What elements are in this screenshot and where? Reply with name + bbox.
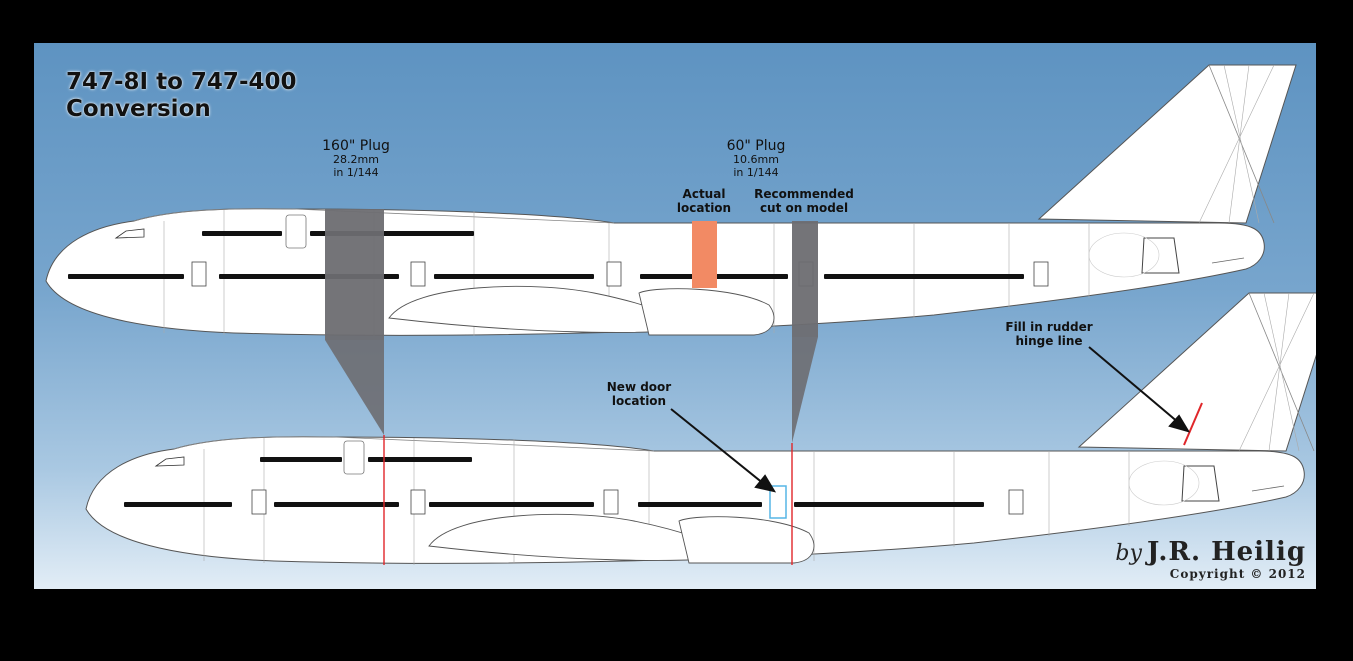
plug-160-scale: in 1/144 [333,165,379,179]
new-door-line-1: New door [606,380,672,394]
plug-160-band [325,209,384,340]
new-door-arrowhead [754,474,777,493]
actual-location-label: Actual location [664,187,744,216]
rudder-line-1: Fill in rudder [1005,320,1093,334]
title-line-2: Conversion [66,95,211,122]
plug-60-mm: 10.6mm [733,153,779,167]
aircraft-747-8i [45,64,1297,340]
new-door-label: New door location [599,380,679,409]
plug-60-label: 60" Plug 10.6mm in 1/144 [706,138,806,179]
actual-location-line-1: Actual [682,187,726,201]
rudder-arrow [1088,346,1180,424]
recommended-cut-label: Recommended cut on model [749,187,859,216]
plug-60-band [792,221,818,337]
plug-160-projection [325,340,384,435]
plug-160-label: 160" Plug 28.2mm in 1/144 [306,138,406,179]
recommended-line-2: cut on model [759,200,849,215]
signature-by: by [1115,541,1142,566]
aircraft-drawing [45,64,1316,566]
plug-160-mm: 28.2mm [333,153,379,167]
plug-60-title: 60" Plug [726,138,786,154]
diagram-title: 747-8I to 747-400 Conversion [66,69,297,123]
plug-60-projection [792,337,818,443]
signature: by J.R. Heilig Copyright © 2012 [1115,537,1306,581]
title-line-1: 747-8I to 747-400 [66,69,297,95]
diagram-panel: 747-8I to 747-400 Conversion 160" Plug 2… [34,43,1316,589]
rudder-hinge-line [1183,402,1203,446]
plug-60-scale: in 1/144 [733,165,779,179]
actual-location-band [692,221,717,288]
recommended-line-1: Recommended [754,187,854,201]
new-door-line-2: location [611,393,667,408]
new-door-outline [769,485,787,519]
signature-copyright: Copyright © 2012 [1169,567,1306,581]
signature-name: J.R. Heilig [1147,537,1306,567]
plug-160-title: 160" Plug [322,138,390,154]
rudder-arrowhead [1168,414,1191,433]
actual-location-line-2: location [676,200,732,215]
rudder-label: Fill in rudder hinge line [994,320,1104,349]
new-door-arrow [670,408,765,485]
rudder-line-2: hinge line [1015,333,1083,348]
